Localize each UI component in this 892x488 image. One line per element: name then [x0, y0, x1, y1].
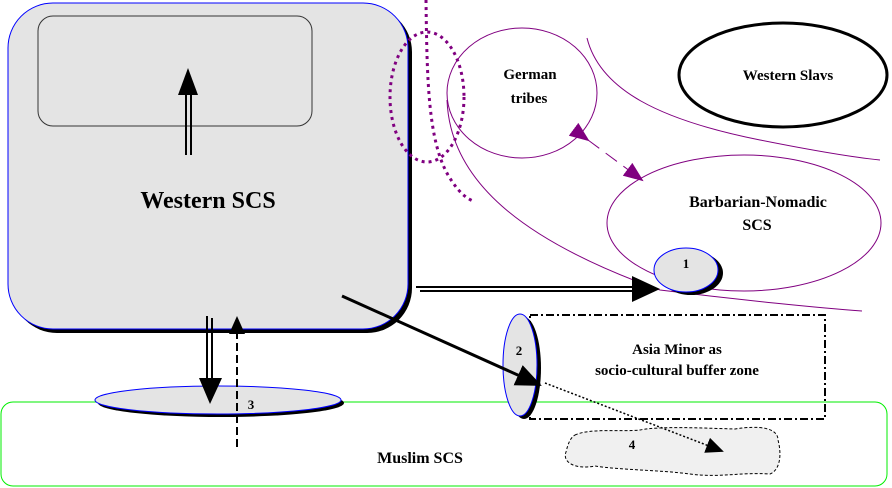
barbarian-label-1: Barbarian-Nomadic: [689, 194, 827, 211]
zone-1-label: 1: [683, 256, 690, 271]
german-barbarian-interaction-arrow: [568, 122, 644, 182]
zone-1-ellipse: [653, 247, 723, 295]
contact-zone-dotted-ellipse: [388, 30, 466, 164]
muslim-scs-label: Muslim SCS: [377, 450, 463, 467]
zone-2-label: 2: [516, 343, 523, 358]
western-scs-label: Western SCS: [140, 188, 275, 214]
zone-3-ellipse: [94, 385, 344, 417]
german-tribes-label-2: tribes: [511, 91, 548, 107]
south-double-arrow: [199, 316, 222, 404]
asia-minor-label-1: Asia Minor as: [632, 342, 722, 358]
german-tribes-label-1: German: [503, 67, 557, 83]
barbarian-nomadic-ellipse: [606, 154, 882, 292]
boundary-curve-upper: [586, 37, 881, 161]
southeast-arrow: [341, 294, 542, 387]
east-double-arrow: [416, 276, 660, 302]
asia-minor-buffer-zone: [529, 314, 826, 420]
muslim-scs-box: [0, 401, 888, 487]
western-slavs-ellipse: [677, 21, 889, 129]
german-tribes-ellipse: [446, 27, 598, 159]
up-double-arrow: [178, 68, 198, 155]
zone-4-label: 4: [629, 437, 636, 452]
barbarian-label-2: SCS: [742, 217, 771, 234]
western-scs-box: [7, 2, 412, 333]
western-slavs-label: Western Slavs: [743, 68, 834, 84]
zone-2-ellipse: [502, 313, 541, 419]
asia-minor-label-2: socio-cultural buffer zone: [595, 363, 759, 379]
zone-4-region: [564, 426, 781, 476]
dotted-boundary-line: [424, 0, 474, 203]
inner-box: [37, 15, 313, 127]
zone-3-label: 3: [248, 397, 255, 412]
